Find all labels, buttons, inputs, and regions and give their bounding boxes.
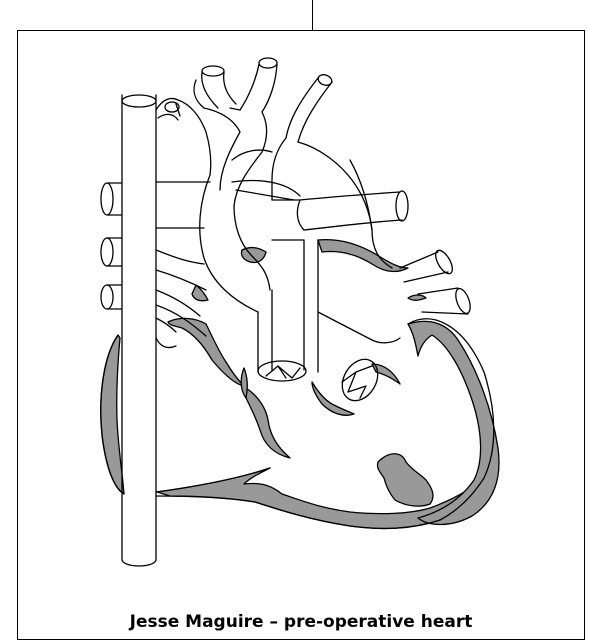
pulmonary-veins-left [400, 248, 473, 316]
heart-outlines [101, 58, 494, 566]
myocardium-shading [101, 240, 499, 529]
diagram-caption: Jesse Maguire – pre-operative heart [17, 611, 585, 633]
pulmonary-veins-right [101, 183, 122, 309]
